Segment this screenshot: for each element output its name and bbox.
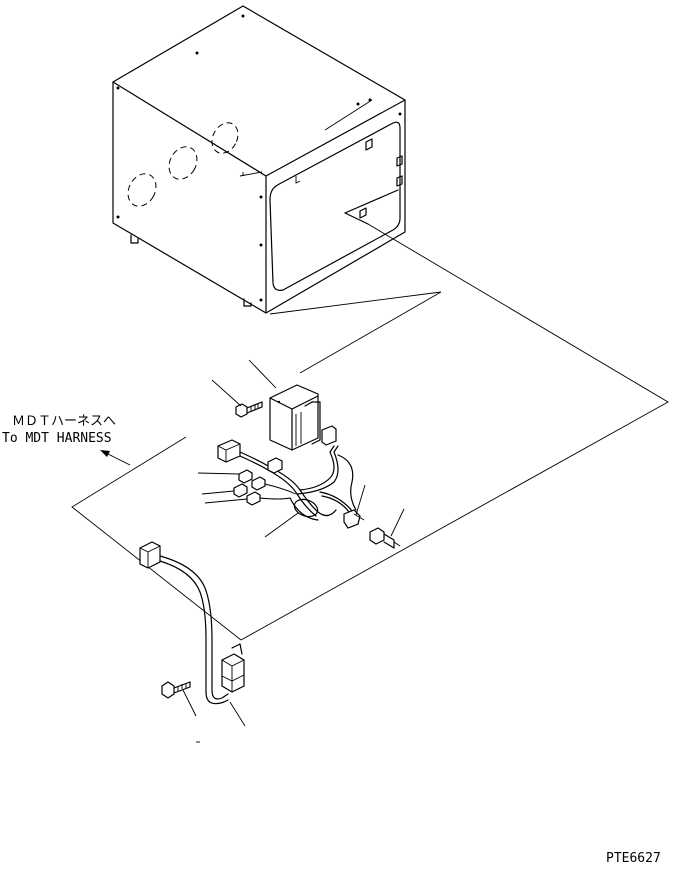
mounting-stud [396, 175, 403, 187]
cabinet-screw-dot [241, 14, 245, 18]
leader-line [211, 379, 242, 407]
mounting-plate-edge [344, 189, 399, 214]
wire-harness [217, 425, 365, 529]
small-connector [267, 457, 283, 474]
small-connector [246, 491, 261, 506]
small-connector [233, 483, 248, 498]
knockout-hole [211, 122, 239, 154]
cabinet-screw-dot [398, 112, 402, 116]
mounting-plate-edge [344, 212, 369, 225]
cabinet-screw-dot [356, 102, 360, 106]
cabinet-box [112, 5, 406, 314]
leader-line [355, 484, 366, 516]
mounting-stud [365, 138, 373, 151]
cabinet-screw-dot [116, 86, 120, 90]
leader-line [229, 701, 246, 727]
sensor-plug [369, 527, 401, 549]
harness-connector [217, 439, 241, 463]
leader-line [182, 689, 197, 717]
bolt-lower [161, 681, 191, 699]
leader-line [201, 490, 235, 495]
relay-bracket [231, 643, 243, 655]
unit-connector [321, 425, 337, 446]
cabinet-left-face [112, 81, 267, 314]
cabinet-screw-dot [259, 298, 263, 302]
mounting-stud [359, 207, 367, 219]
lower-harness [139, 541, 245, 705]
leader-line [248, 359, 277, 389]
lower-harness-cable [159, 555, 229, 700]
cabinet-front-opening [269, 121, 401, 291]
leader-line [204, 498, 248, 504]
control-unit-bracket [311, 401, 321, 445]
label-mdt-harness-jp: ＭＤＴハーネスへ [12, 414, 116, 429]
arrow-head [100, 450, 110, 457]
cabinet-screw-dot [259, 243, 263, 247]
cabinet-screw-dot [259, 195, 263, 199]
reference-lines [71, 172, 669, 641]
small-connector [251, 476, 266, 491]
label-mdt-harness-en: To MDT HARNESS [2, 431, 112, 446]
plane-outline-left [71, 436, 242, 641]
relay-block [221, 653, 245, 693]
cabinet-right-face [265, 99, 406, 314]
figure-code: PTE6627 [606, 851, 661, 866]
cabinet-foot [243, 298, 252, 307]
bolt-upper [235, 401, 263, 418]
cabinet-screw-dot [116, 215, 120, 219]
knockout-hole [127, 173, 157, 207]
lower-harness-connector [139, 541, 161, 569]
cabinet-top-seam [324, 99, 373, 131]
small-connector [238, 469, 253, 484]
cabinet-foot [130, 234, 139, 244]
plane-outline-right [240, 223, 669, 641]
control-unit-body [269, 384, 319, 451]
knockout-hole [168, 146, 198, 180]
leader-line [390, 508, 405, 537]
harness-label: ＭＤＴハーネスへ To MDT HARNESS [2, 414, 131, 466]
cabinet-screw-dot [368, 98, 372, 102]
mounting-stud [396, 155, 403, 167]
leader-line [264, 512, 299, 538]
control-unit [269, 384, 321, 451]
cabinet-top-face [112, 5, 406, 177]
cabinet-screw-dot [195, 51, 199, 55]
leader-line [197, 472, 240, 475]
cabinet-top-slot [239, 171, 263, 177]
wire-terminal [343, 509, 361, 529]
opening-tab [295, 176, 301, 184]
plane-outline [269, 291, 442, 374]
